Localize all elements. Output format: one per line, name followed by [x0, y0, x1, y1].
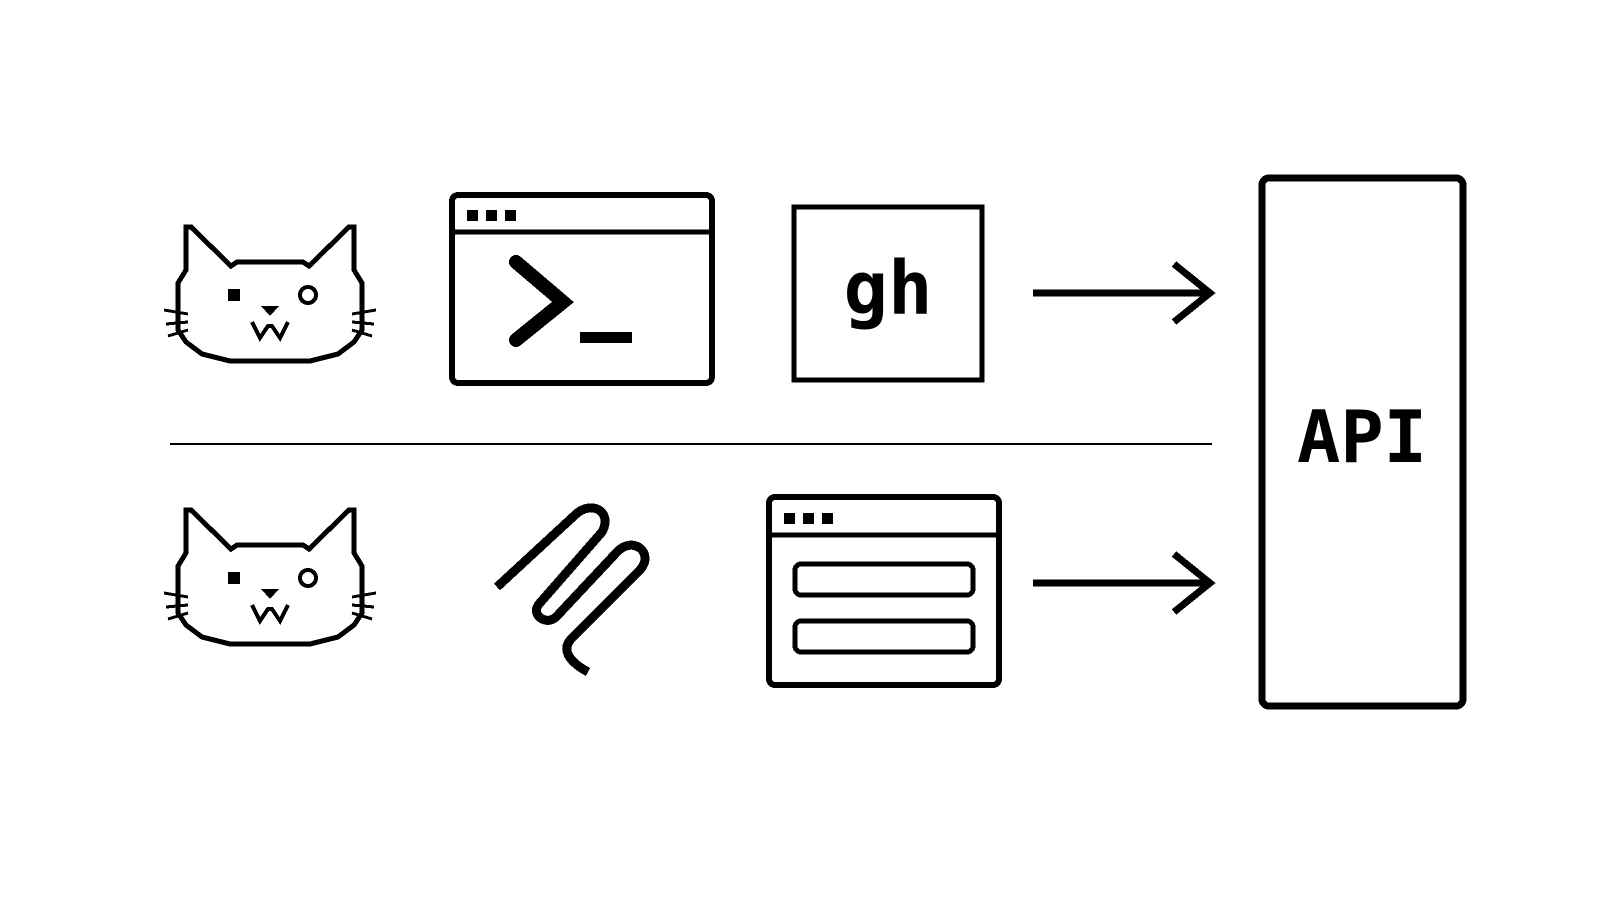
cat-icon [164, 227, 376, 361]
terminal-icon [449, 192, 715, 386]
arrow-top [1033, 261, 1216, 325]
gh-label: gh [843, 246, 932, 332]
arrow-bottom [1033, 551, 1216, 615]
cat-icon [164, 510, 376, 644]
paperclip-icon [493, 503, 650, 676]
gh-cli-box: gh [791, 204, 985, 383]
api-box: API [1258, 174, 1467, 710]
browser-window-icon [766, 494, 1002, 688]
api-label: API [1297, 395, 1427, 479]
